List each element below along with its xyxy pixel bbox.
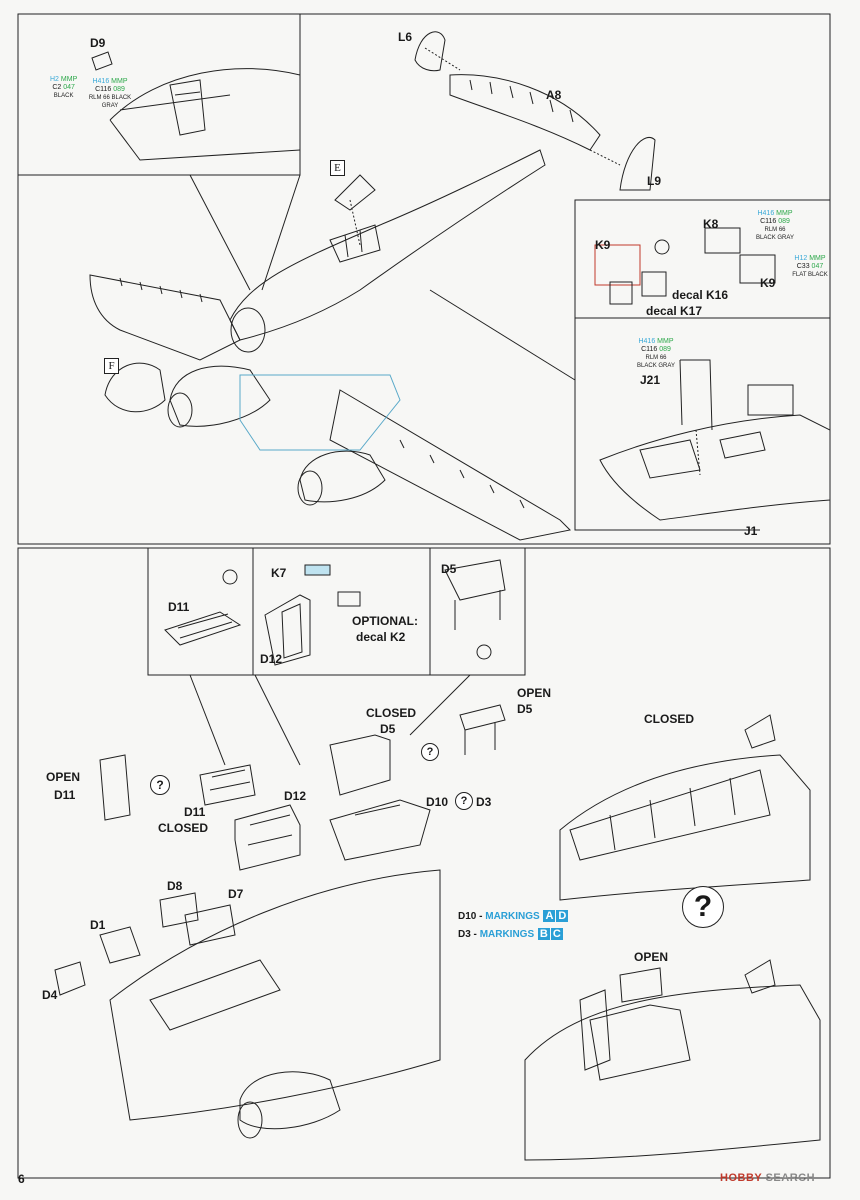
label-d1: D1 xyxy=(90,918,106,932)
step-frame-bottom xyxy=(17,547,831,1179)
fuselage-closed xyxy=(559,754,811,901)
detail-box-k8 xyxy=(574,199,830,319)
label-d4: D4 xyxy=(42,988,58,1002)
fuselage xyxy=(229,149,546,341)
label-open-d11-part: D11 xyxy=(54,788,76,802)
inset-label-d5: D5 xyxy=(441,562,457,576)
part-label-d9: D9 xyxy=(90,36,106,50)
fuselage-open xyxy=(524,984,821,1161)
part-label-j21: J21 xyxy=(640,373,661,387)
part-label-l9: L9 xyxy=(647,174,662,188)
engine-nacelle-left xyxy=(169,365,271,427)
label-d11-closed-part: D11 xyxy=(184,805,206,819)
engine-nacelle-right xyxy=(299,450,386,503)
label-d11-closed: CLOSED xyxy=(158,821,209,835)
inset-label-d12: D12 xyxy=(260,652,283,666)
tailplane-a8 xyxy=(449,74,601,151)
paint-callout-j21: H416 MMP C116 089 RLM 66 BLACK GRAY xyxy=(637,338,675,369)
label-open-right: OPEN xyxy=(634,950,669,964)
decal-label-k16: decal K16 xyxy=(672,288,729,302)
canopy-d11-open xyxy=(99,754,131,821)
paint-callout-k9: H12 MMP C33 047 FLAT BLACK xyxy=(792,255,828,278)
part-label-a8: A8 xyxy=(546,88,562,102)
decal-label-k17: decal K17 xyxy=(646,304,703,318)
part-label-j1: J1 xyxy=(744,524,758,538)
part-label-k9: K9 xyxy=(595,238,611,252)
label-closed-d5-part: D5 xyxy=(380,722,396,736)
label-d8: D8 xyxy=(167,879,183,893)
label-closed-d5: CLOSED xyxy=(366,706,417,720)
paint-callout-black: H2 MMP C2 047 BLACK xyxy=(50,76,78,99)
inset-frame xyxy=(147,548,431,676)
inset-label-k7: K7 xyxy=(271,566,287,580)
step-frame-top xyxy=(17,13,831,545)
question-icon: ? xyxy=(150,775,170,795)
fuselage-lower-left xyxy=(109,869,441,1121)
question-icon-large: ? xyxy=(682,886,724,928)
question-icon: ? xyxy=(421,743,439,761)
right-wing xyxy=(329,389,572,541)
label-d3: D3 xyxy=(476,795,492,809)
label-open-d5-part: D5 xyxy=(517,702,533,716)
subassembly-f: F xyxy=(104,358,119,374)
subassembly-e: E xyxy=(330,160,345,176)
label-d7: D7 xyxy=(228,887,244,901)
optional-label: OPTIONAL: xyxy=(352,614,418,628)
part-label-k9-right: K9 xyxy=(760,276,776,290)
watermark-logo: HOBBY SEARCH xyxy=(720,1172,816,1184)
inset-label-d11: D11 xyxy=(168,600,190,614)
question-icon: ? xyxy=(455,792,473,810)
optional-decal-k2: decal K2 xyxy=(356,630,406,644)
label-open-d5: OPEN xyxy=(517,686,552,700)
page-number: 6 xyxy=(18,1172,25,1186)
part-label-k8: K8 xyxy=(703,217,719,231)
part-label-l6: L6 xyxy=(398,30,413,44)
left-wing xyxy=(89,274,241,361)
paint-callout-rlm66: H416 MMP C116 089 RLM 66 BLACK GRAY xyxy=(88,78,132,109)
label-open-d11: OPEN xyxy=(46,770,81,784)
label-d10: D10 xyxy=(426,795,449,809)
paint-callout-k8: H416 MMP C116 089 RLM 66 BLACK GRAY xyxy=(756,210,794,241)
label-closed-right: CLOSED xyxy=(644,712,695,726)
label-d12: D12 xyxy=(284,789,307,803)
